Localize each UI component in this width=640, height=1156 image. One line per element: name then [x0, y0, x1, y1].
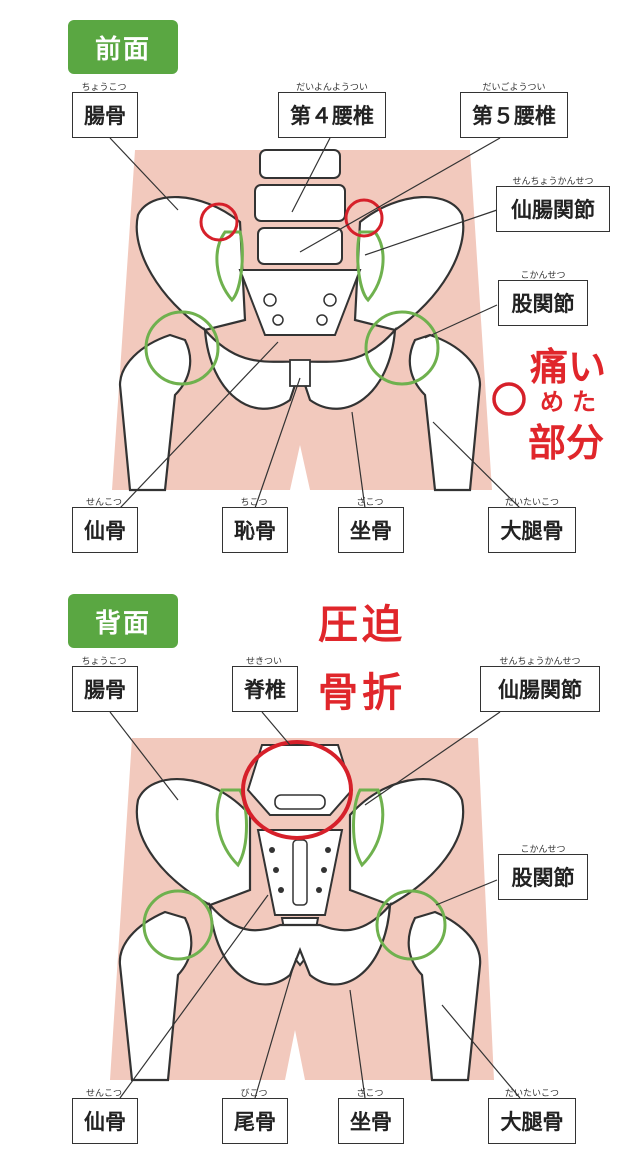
legend-line-2b: た — [572, 388, 596, 416]
back-femur-left — [118, 910, 193, 1082]
back-hip-joint-ruby: こかんせつ — [520, 845, 566, 855]
back-femur-ruby: だいたいこつ — [504, 1089, 559, 1099]
front-si-joint-ruby: せんちょうかんせつ — [512, 177, 594, 187]
front-sacrum-ruby: せんこつ — [85, 498, 122, 508]
front-pubis-label: 恥骨 — [222, 507, 288, 553]
back-spine-ruby: せきつい — [245, 657, 282, 667]
front-l5-ruby: だいごようつい — [482, 83, 546, 93]
back-pelvic-ring — [208, 901, 392, 986]
back-sacrum — [256, 829, 344, 916]
front-sacrum-label: 仙骨 — [72, 507, 138, 553]
back-sacrum-ruby: せんこつ — [85, 1089, 122, 1099]
front-vertebra-l5 — [257, 227, 343, 265]
front-hip-ring-left — [144, 310, 220, 386]
fracture-annotation-line-1: 圧迫 — [318, 602, 406, 648]
front-l4-ruby: だいよんようつい — [296, 83, 368, 93]
front-pubis-ruby: ちこつ — [240, 498, 268, 508]
legend-line-2a: め — [540, 388, 564, 416]
back-ilium-ruby: ちょうこつ — [81, 657, 127, 667]
back-view-badge: 背面 — [68, 594, 178, 648]
front-si-joint-label: 仙腸関節 — [496, 186, 610, 232]
front-hip-joint-ruby: こかんせつ — [520, 271, 566, 281]
back-si-joint-ruby: せんちょうかんせつ — [499, 657, 581, 667]
back-hip-ring-left — [142, 889, 214, 961]
front-sacrum — [238, 269, 362, 336]
back-hip-ring-right — [375, 889, 447, 961]
front-pain-ring-right — [344, 198, 384, 238]
legend-line-3: 部分 — [528, 421, 605, 465]
front-femur-label: 大腿骨 — [488, 507, 576, 553]
legend-line-1: 痛い — [530, 345, 607, 389]
front-si-joint-right-outline — [356, 230, 385, 303]
back-ischium-label: 坐骨 — [338, 1098, 404, 1144]
front-l5-label: 第５腰椎 — [460, 92, 568, 138]
back-femur-label: 大腿骨 — [488, 1098, 576, 1144]
back-si-joint-right-outline — [352, 788, 385, 868]
fracture-annotation-line-2: 骨折 — [318, 670, 406, 716]
front-ilium-ruby: ちょうこつ — [81, 83, 127, 93]
front-pubic-symphysis — [289, 359, 311, 387]
back-sacrum-label: 仙骨 — [72, 1098, 138, 1144]
front-vertebra-l4 — [254, 184, 346, 222]
front-ischium-ruby: ざこつ — [356, 498, 384, 508]
back-si-joint-label: 仙腸関節 — [480, 666, 600, 712]
front-pain-ring-left — [199, 202, 239, 242]
front-pelvis-illustration — [109, 137, 521, 509]
back-ilium-left — [135, 778, 252, 907]
front-hip-joint-label: 股関節 — [498, 280, 588, 326]
front-l4-label: 第４腰椎 — [278, 92, 386, 138]
front-si-joint-left-outline — [215, 230, 244, 303]
front-hip-ring-right — [364, 310, 440, 386]
back-hip-joint-label: 股関節 — [498, 854, 588, 900]
back-ischium-ruby: ざこつ — [356, 1089, 384, 1099]
front-ischium-label: 坐骨 — [338, 507, 404, 553]
back-coccyx-label: 尾骨 — [222, 1098, 288, 1144]
back-lumbar-vertebra — [246, 744, 354, 816]
front-femur-ruby: だいたいこつ — [504, 498, 559, 508]
back-coccyx-ruby: びこつ — [240, 1089, 268, 1099]
back-fracture-ring — [241, 740, 353, 840]
front-femur-left — [118, 333, 192, 492]
back-ilium-label: 腸骨 — [72, 666, 138, 712]
front-ilium-label: 腸骨 — [72, 92, 138, 138]
back-spine-label: 脊椎 — [232, 666, 298, 712]
front-view-badge: 前面 — [68, 20, 178, 74]
